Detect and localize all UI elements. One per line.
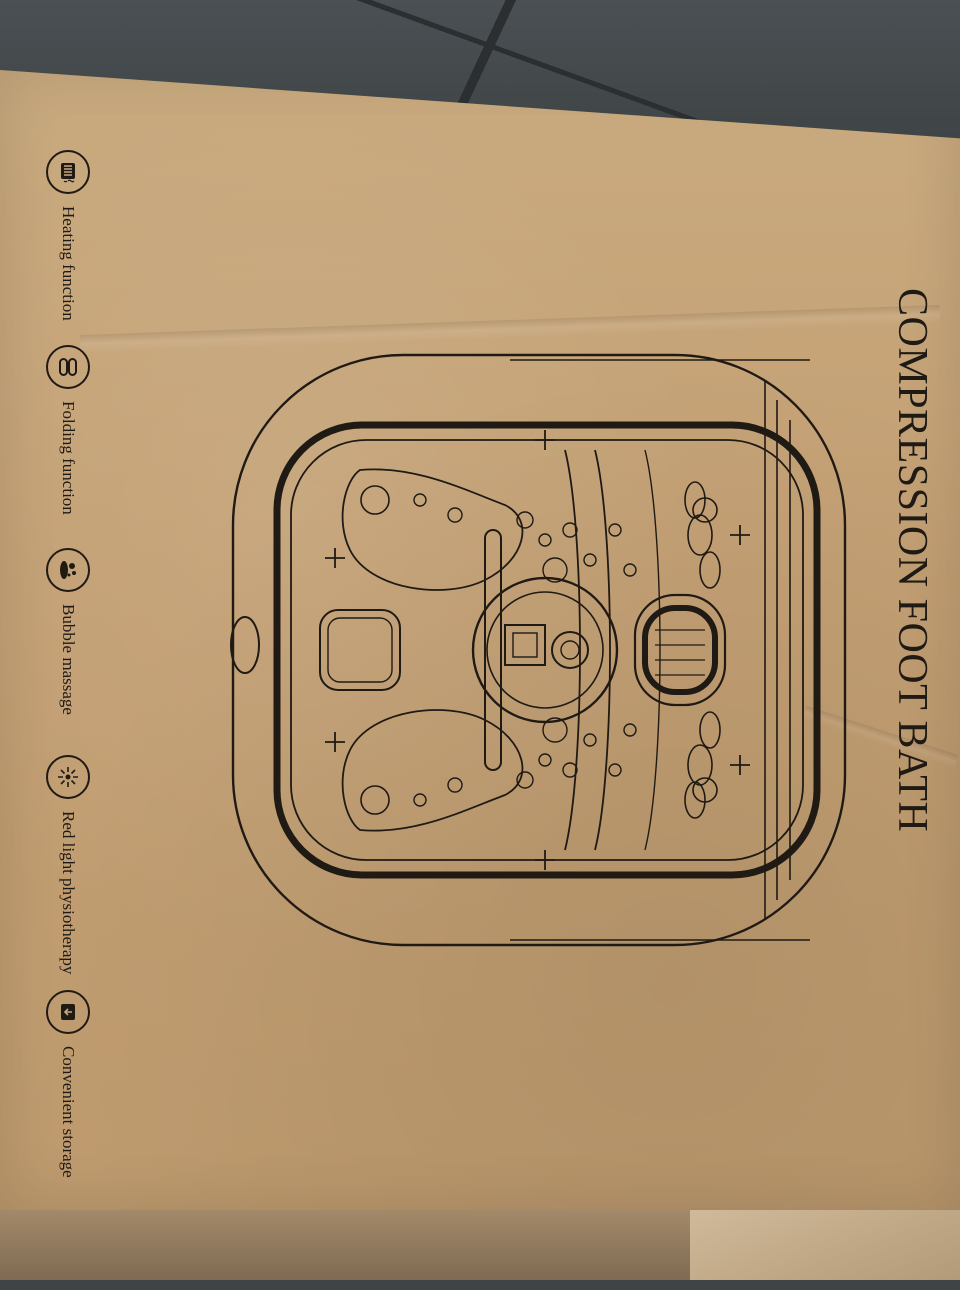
speaker-left [360,485,390,515]
feature-label: Convenient storage [59,1046,78,1178]
bubble-nodes [413,493,637,807]
feature-label: Bubble massage [59,604,78,715]
bottom-floor [0,1200,700,1280]
feature-label: Folding function [59,401,78,515]
speaker-right [360,785,390,815]
heater-ring [642,605,718,695]
bubble-massage-icon [46,548,90,592]
feature-folding: Folding function [46,345,90,645]
feature-label: Heating function [59,206,78,321]
crosshair-markers [325,430,750,870]
outer-shell [231,353,847,947]
drain-grid-inner [327,617,393,683]
product-title: COMPRESSION FOOT BATH [889,288,935,833]
dial [551,631,589,669]
feature-heating: Heating function [46,150,90,450]
feature-bubble-massage: Bubble massage [46,548,90,848]
rail-cap [510,359,810,941]
foot-bath-illustration [230,353,847,947]
speaker-bottom [692,777,718,803]
red-light-icon [46,755,90,799]
basin-inner [290,439,804,861]
center-dome-inner [486,591,604,709]
feature-storage: Convenient storage [46,990,90,1290]
basin-rim [273,421,821,879]
toe-rollers [684,481,721,819]
heater-panel [633,593,727,707]
dial-inner [560,640,580,660]
cardboard-box [0,70,960,1210]
center-dome [471,576,619,724]
storage-icon [46,990,90,1034]
heater-lines [655,629,705,676]
display-screen-inner [512,632,538,658]
speaker-top [692,497,718,523]
roller-bar [484,529,502,771]
control-knob [230,616,260,674]
display-screen [504,624,546,666]
feature-red-light: Red light physiotherapy [46,755,90,1055]
folding-icon [46,345,90,389]
feature-label: Red light physiotherapy [59,811,78,975]
drain-grid [319,609,401,691]
massage-strip [564,449,581,851]
massage-strip [594,449,611,851]
heating-icon [46,150,90,194]
massage-strip [644,449,661,851]
side-rail [764,380,791,920]
